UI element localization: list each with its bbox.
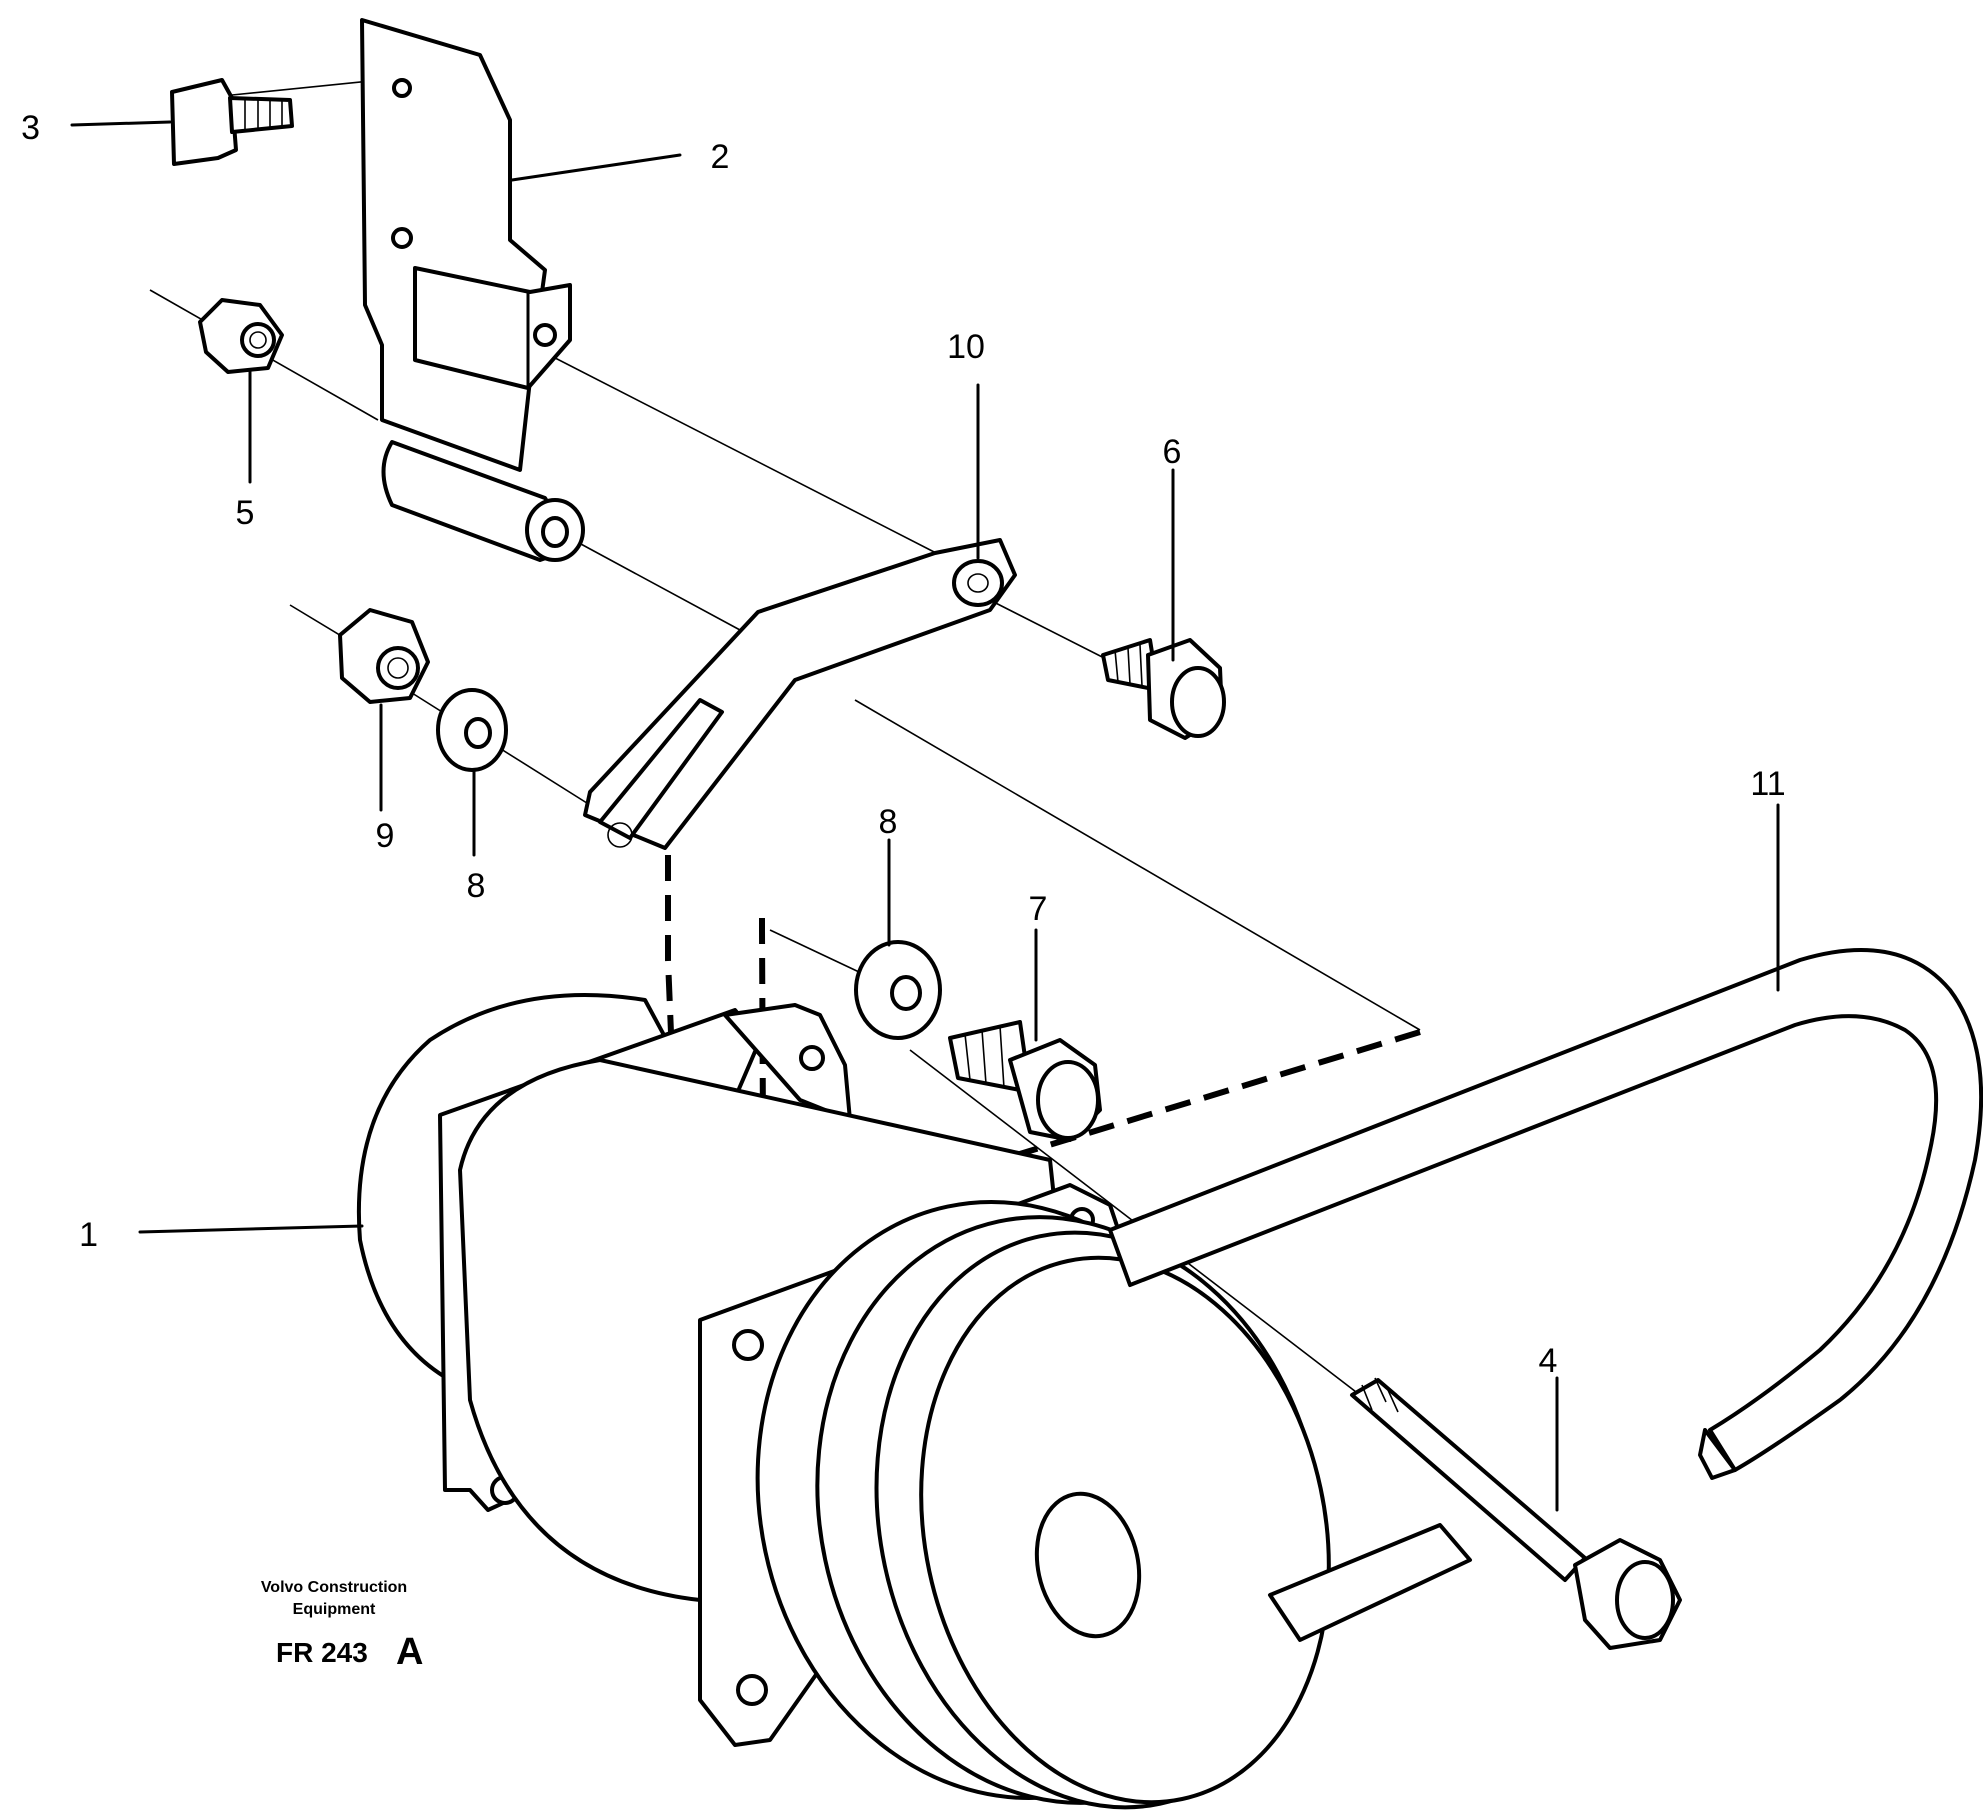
callout-2: 2 — [711, 138, 730, 176]
callout-leader-lines — [70, 120, 1780, 1512]
callout-3: 3 — [21, 109, 40, 147]
washer-part-8-upper — [436, 688, 508, 772]
tensioner-arm-part-10 — [583, 538, 1017, 850]
drive-belt-part-11 — [1108, 948, 1983, 1480]
callout-4: 4 — [1539, 1342, 1558, 1380]
nut-part-9 — [338, 608, 430, 704]
figure-id: FR 243 — [276, 1637, 368, 1668]
callout-6: 6 — [1163, 433, 1182, 471]
bolt-part-7 — [948, 1020, 1102, 1142]
bolt-part-6 — [1101, 638, 1226, 740]
figure-revision: A — [396, 1631, 423, 1673]
company-name-line1: Volvo Construction — [261, 1579, 407, 1596]
washer-part-8-lower — [854, 940, 942, 1040]
mounting-bracket-part-2 — [360, 18, 585, 562]
callout-7: 7 — [1029, 890, 1048, 928]
callout-11: 11 — [1750, 765, 1785, 803]
callout-1: 1 — [79, 1216, 98, 1254]
callout-9: 9 — [376, 817, 395, 855]
callout-8-lower: 8 — [879, 803, 898, 841]
company-name-line2: Equipment — [293, 1601, 376, 1618]
callout-labels: 1 2 3 4 5 6 7 8 8 9 10 11 — [21, 109, 1786, 1380]
long-bolt-part-4 — [1350, 1377, 1682, 1650]
bolt-part-3 — [170, 78, 294, 166]
figure-caption: Volvo Construction Equipment FR 243 A — [261, 1579, 424, 1673]
callout-8-upper: 8 — [467, 867, 486, 905]
callout-5: 5 — [236, 494, 255, 532]
nut-part-5 — [198, 298, 284, 374]
compressor-part-1 — [356, 993, 1472, 1810]
callout-10: 10 — [947, 328, 985, 366]
